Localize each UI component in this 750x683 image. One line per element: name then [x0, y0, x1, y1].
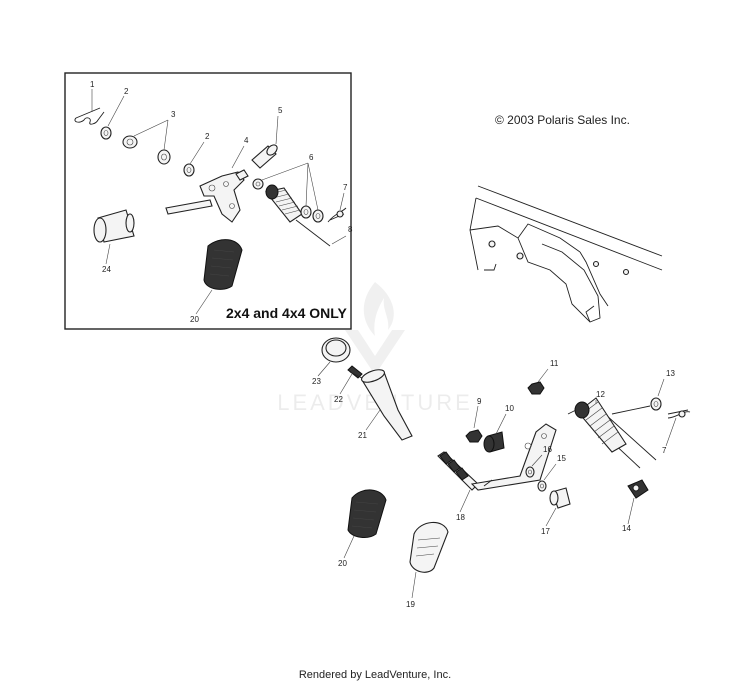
callout-20a: 20: [190, 289, 213, 324]
svg-text:9: 9: [477, 397, 482, 406]
part-13-washer: [650, 397, 662, 411]
callout-16: 16: [531, 445, 552, 467]
svg-text:16: 16: [543, 445, 552, 454]
part-20-pad-inset: [203, 239, 243, 290]
svg-text:2: 2: [205, 132, 210, 141]
frame-bracket: [469, 185, 663, 323]
callout-5: 5: [275, 106, 283, 145]
callout-2a: 2: [107, 87, 129, 127]
callout-10: 10: [495, 404, 514, 435]
part-20-pad: [347, 489, 387, 538]
svg-text:19: 19: [406, 600, 415, 609]
svg-text:15: 15: [557, 454, 566, 463]
svg-text:3: 3: [171, 110, 176, 119]
part-2-washer-a: [100, 126, 112, 140]
callout-13: 13: [657, 369, 675, 397]
callout-23: 23: [312, 361, 331, 386]
callout-17: 17: [541, 507, 557, 536]
svg-text:7: 7: [662, 446, 667, 455]
svg-text:18: 18: [456, 513, 465, 522]
part-5-pin: [251, 144, 278, 169]
svg-text:10: 10: [505, 404, 514, 413]
callout-3: 3: [133, 110, 176, 151]
part-23-knob: [321, 337, 351, 363]
part-3-bushing-a: [122, 135, 138, 149]
callout-9: 9: [473, 397, 482, 429]
callout-15: 15: [543, 454, 566, 481]
callout-1: 1: [90, 80, 95, 112]
callout-11: 11: [537, 359, 559, 383]
leadventure-watermark: LEADVENTURE: [277, 282, 470, 415]
part-12-cable: [567, 397, 657, 469]
part-3-bushing-b: [157, 149, 171, 165]
callout-7b: 7: [662, 417, 677, 455]
part-2-washer-b: [183, 163, 195, 177]
part-21-lever-boot: [361, 369, 413, 441]
copyright-text: © 2003 Polaris Sales Inc.: [495, 113, 630, 127]
part-4-shift-arm: [165, 169, 249, 223]
svg-text:2: 2: [124, 87, 129, 96]
svg-text:5: 5: [278, 106, 283, 115]
part-9-nut: [465, 429, 483, 443]
svg-text:8: 8: [348, 225, 353, 234]
svg-text:7: 7: [343, 183, 348, 192]
part-17-pivot-pin: [549, 487, 571, 509]
svg-text:22: 22: [334, 395, 343, 404]
footer-text: Rendered by LeadVenture, Inc.: [299, 669, 451, 681]
part-15-washer: [537, 480, 547, 492]
svg-text:1: 1: [90, 80, 95, 89]
part-16-washer: [525, 466, 535, 478]
svg-text:12: 12: [596, 390, 605, 399]
callout-20b: 20: [338, 535, 355, 568]
callout-12: 12: [595, 390, 605, 404]
inset-note: 2x4 and 4x4 ONLY: [226, 305, 348, 321]
callout-6: 6: [261, 153, 319, 211]
callout-7a: 7: [339, 183, 348, 211]
svg-text:17: 17: [541, 527, 550, 536]
part-11-nut: [527, 381, 545, 395]
svg-text:13: 13: [666, 369, 675, 378]
callout-18: 18: [456, 489, 471, 522]
part-24-knob: [93, 209, 135, 243]
part-6-boot: [265, 184, 331, 247]
svg-text:20: 20: [338, 559, 347, 568]
svg-text:23: 23: [312, 377, 321, 386]
callout-2b: 2: [189, 132, 210, 165]
callout-24: 24: [102, 243, 111, 274]
svg-text:6: 6: [309, 153, 314, 162]
svg-text:14: 14: [622, 524, 631, 533]
part-1-clip: [74, 107, 105, 125]
part-19-pad: [409, 521, 449, 573]
callout-21: 21: [358, 409, 381, 440]
svg-text:4: 4: [244, 136, 249, 145]
callout-4: 4: [231, 136, 249, 169]
inset-box: [64, 72, 352, 330]
callout-19: 19: [406, 571, 417, 609]
svg-text:11: 11: [550, 359, 559, 368]
part-10-spacer: [483, 431, 505, 453]
part-18-shift-lever: [437, 423, 557, 491]
svg-text:24: 24: [102, 265, 111, 274]
callout-14: 14: [622, 497, 635, 533]
part-14-cable-end: [627, 479, 649, 499]
svg-text:20: 20: [190, 315, 199, 324]
callout-8: 8: [331, 225, 353, 245]
part-6-washer-b: [300, 205, 312, 219]
callout-22: 22: [334, 373, 353, 404]
part-7-clip-a: [327, 207, 347, 223]
svg-text:21: 21: [358, 431, 367, 440]
part-6-washer-a: [252, 178, 264, 190]
part-7-clip-b: [667, 409, 691, 419]
part-6-washer-c: [312, 209, 324, 223]
